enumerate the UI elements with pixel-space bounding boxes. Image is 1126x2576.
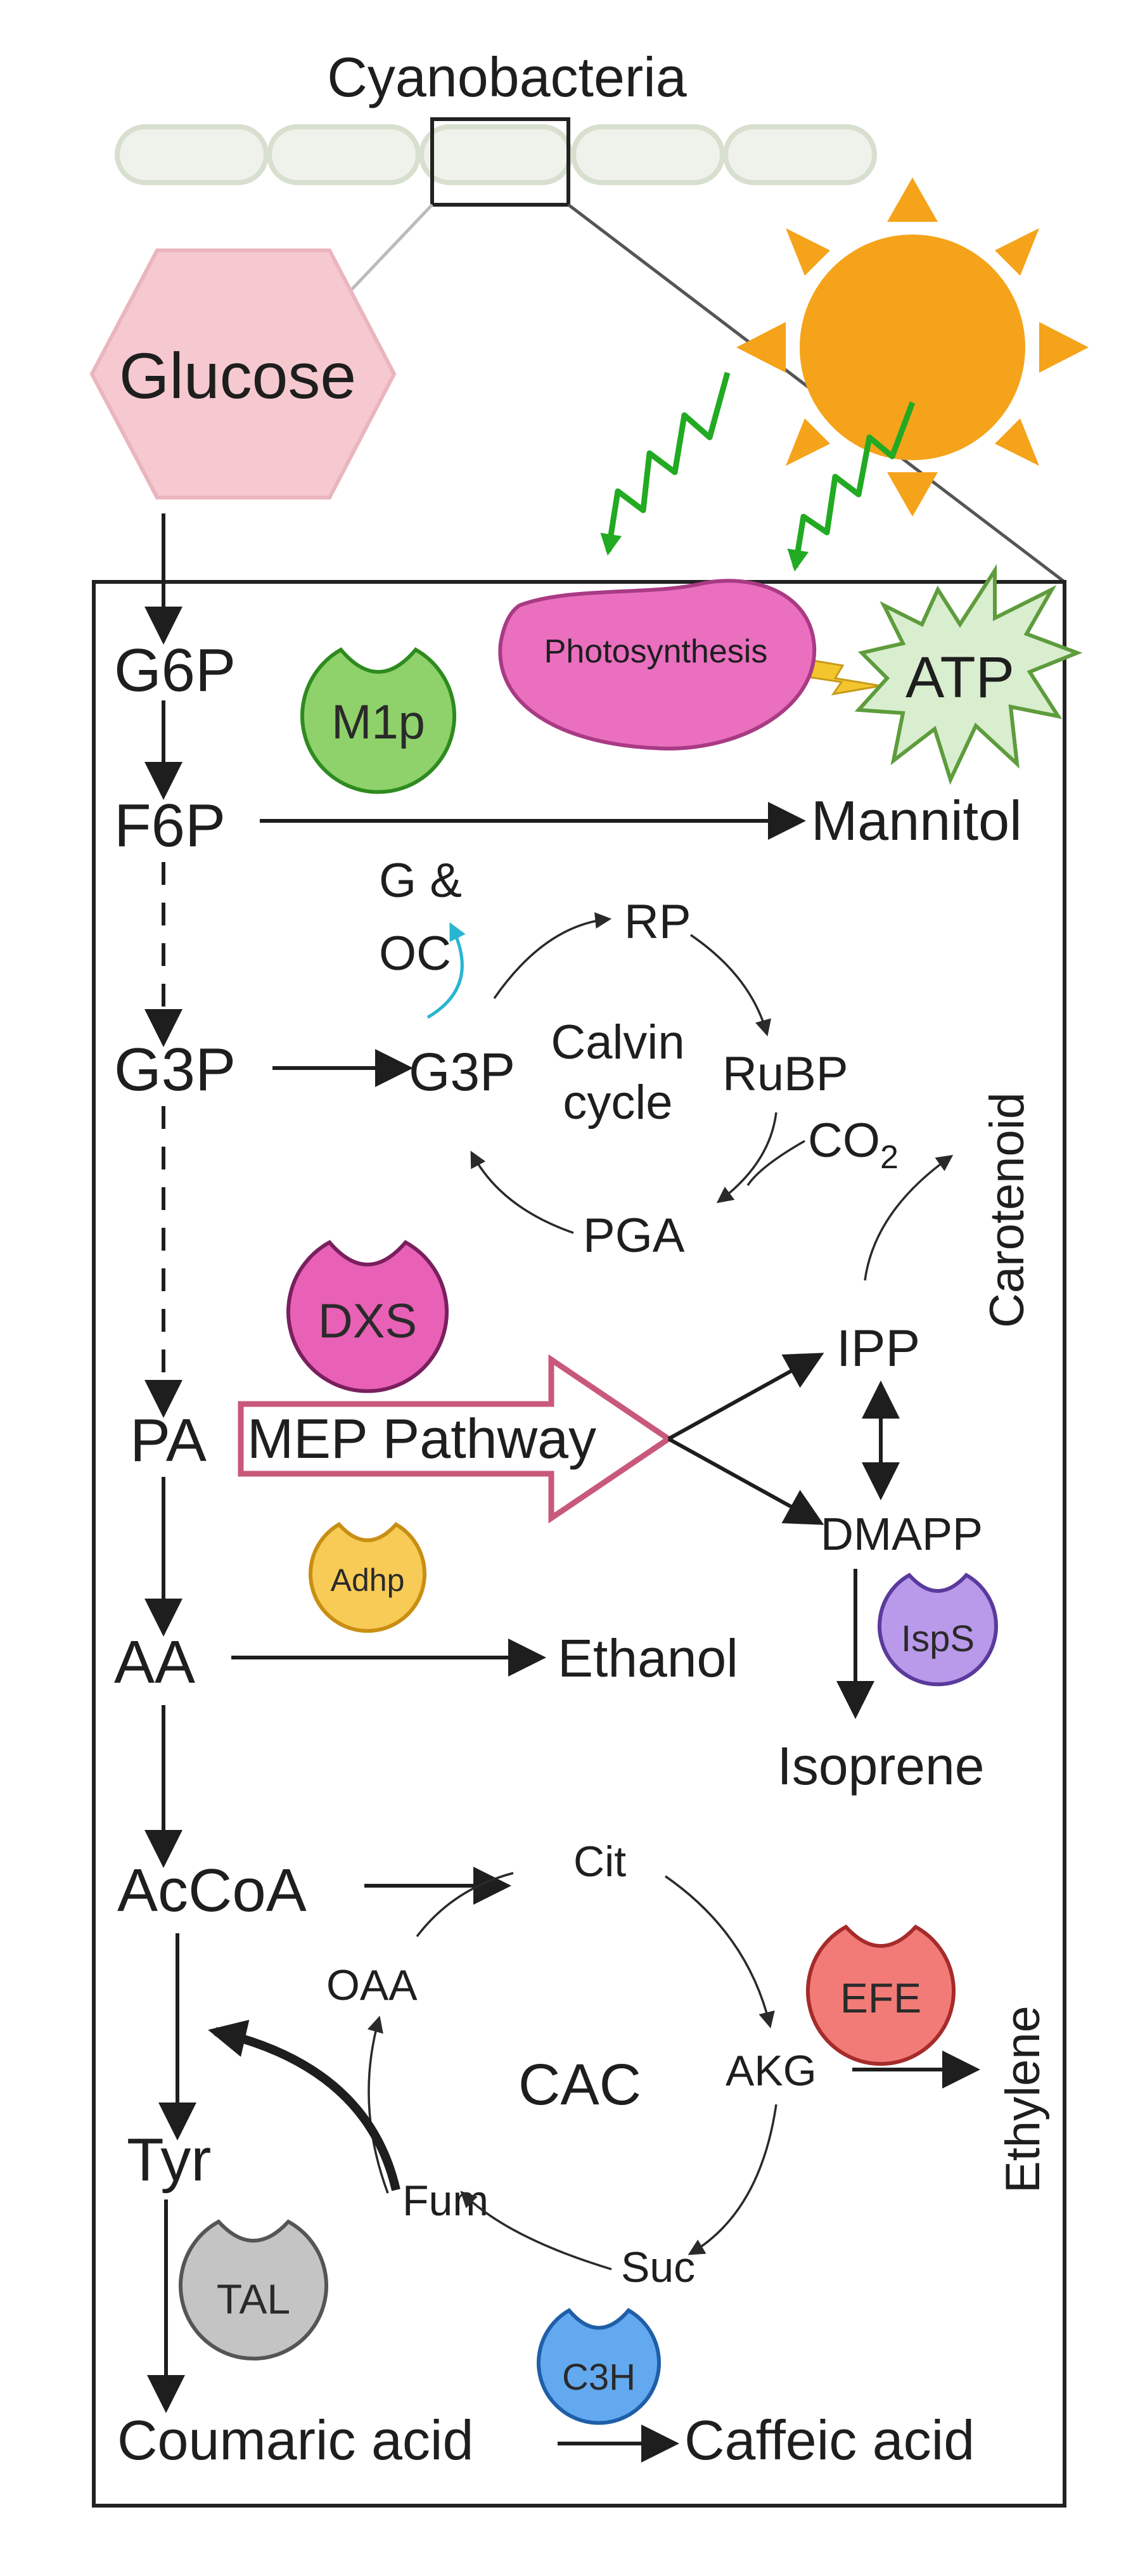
efe-enzyme-icon xyxy=(806,1924,956,2066)
calvin-cycle-label-1: Calvin xyxy=(551,1015,684,1069)
cyanobacteria-filament xyxy=(115,117,877,207)
isoprene-label: Isoprene xyxy=(777,1736,985,1796)
m1p-label: M1p xyxy=(331,695,425,749)
tyr-label: Tyr xyxy=(127,2126,211,2194)
pa-label: PA xyxy=(130,1407,207,1474)
glucose-hexagon xyxy=(89,248,397,499)
calvin-cycle-label-2: cycle xyxy=(563,1076,672,1130)
aa-label: AA xyxy=(114,1628,195,1696)
m1p-enzyme-icon xyxy=(300,647,456,794)
cac-label: CAC xyxy=(518,2052,641,2117)
mep-pathway-label: MEP Pathway xyxy=(247,1407,596,1470)
dxs-enzyme-icon xyxy=(286,1240,449,1393)
adhp-enzyme-icon xyxy=(309,1522,426,1633)
g-oc-label-1: G & xyxy=(379,854,462,908)
ethylene-label: Ethylene xyxy=(996,2006,1050,2193)
rubp-label: RuBP xyxy=(722,1047,848,1101)
oaa-label: OAA xyxy=(326,1961,418,2009)
ethanol-label: Ethanol xyxy=(558,1628,738,1688)
c3h-label: C3H xyxy=(562,2357,636,2398)
caffeic-acid-label: Caffeic acid xyxy=(684,2409,975,2471)
fum-label: Fum xyxy=(402,2177,489,2225)
cell-box xyxy=(92,580,1066,2508)
tal-label: TAL xyxy=(217,2276,290,2322)
glucose-label: Glucose xyxy=(119,340,356,412)
akg-label: AKG xyxy=(726,2047,817,2095)
carotenoid-label: Carotenoid xyxy=(980,1092,1034,1328)
isps-label: IspS xyxy=(901,1618,975,1659)
g6p-label: G6P xyxy=(114,636,236,704)
zoom-box xyxy=(430,117,570,207)
co2-label: CO2 xyxy=(808,1114,899,1176)
light-wave-1 xyxy=(600,371,731,556)
atp-label: ATP xyxy=(905,645,1014,710)
isps-enzyme-icon xyxy=(878,1573,998,1687)
photosynthesis-label: Photosynthesis xyxy=(544,633,768,670)
adhp-label: Adhp xyxy=(331,1562,405,1598)
suc-label: Suc xyxy=(621,2243,695,2291)
pga-label: PGA xyxy=(583,1209,685,1263)
sun-icon xyxy=(736,177,1089,517)
efe-label: EFE xyxy=(840,1974,921,2021)
f6p-label: F6P xyxy=(114,792,226,860)
ipp-label: IPP xyxy=(836,1320,920,1377)
dxs-label: DXS xyxy=(318,1294,417,1348)
tal-enzyme-icon xyxy=(179,2219,328,2360)
accoa-label: AcCoA xyxy=(117,1857,307,1924)
cyanobacteria-label: Cyanobacteria xyxy=(327,46,687,108)
g3p-label: G3P xyxy=(114,1036,236,1104)
light-wave-2 xyxy=(787,401,916,572)
coumaric-acid-label: Coumaric acid xyxy=(117,2409,473,2471)
photosynthesis-organelle xyxy=(498,579,817,750)
atp-burst xyxy=(854,564,1083,785)
cit-label: Cit xyxy=(573,1838,626,1886)
mep-pathway-arrow xyxy=(238,1354,674,1524)
dmapp-label: DMAPP xyxy=(821,1509,983,1560)
rp-label: RP xyxy=(624,895,691,949)
calvin-g3p-label: G3P xyxy=(409,1042,515,1102)
mannitol-label: Mannitol xyxy=(811,789,1022,852)
g-oc-label-2: OC xyxy=(379,927,451,981)
c3h-enzyme-icon xyxy=(537,2308,661,2425)
